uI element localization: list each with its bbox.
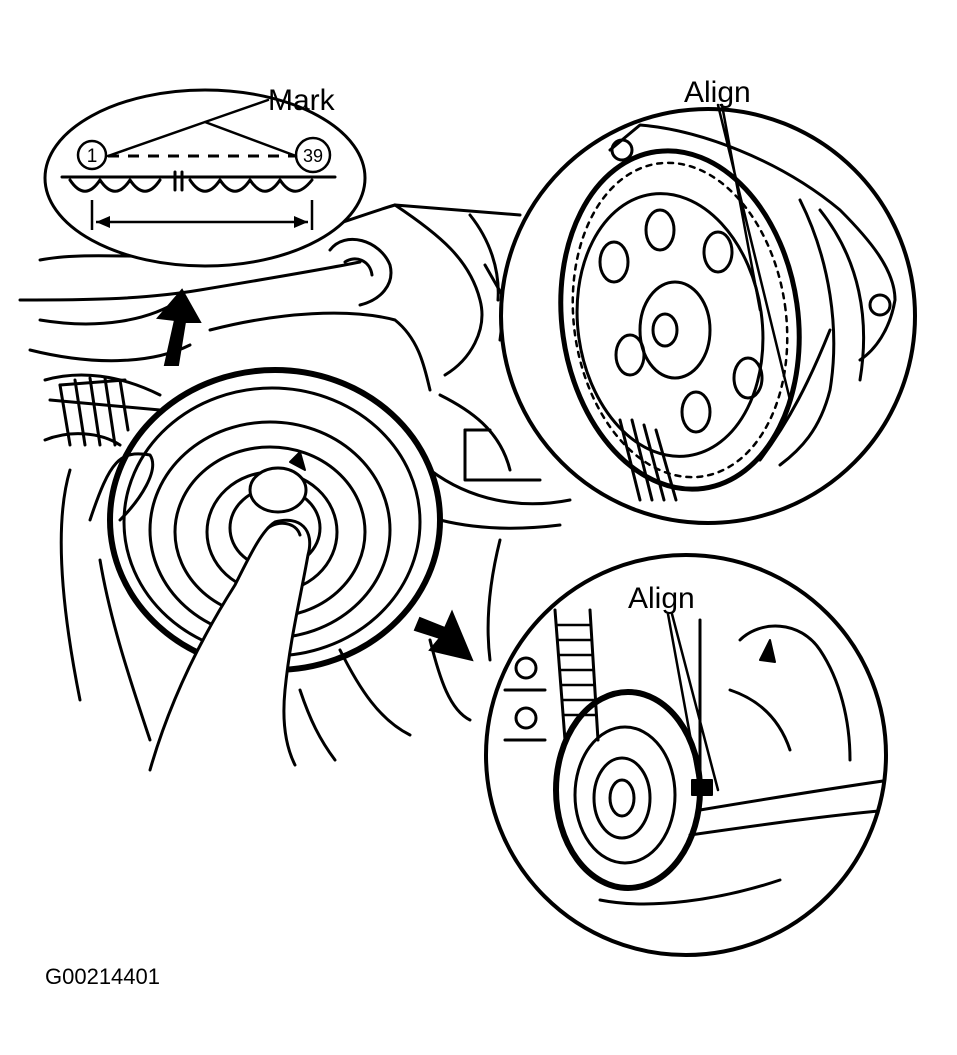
tooth-number-1: 1 [87,146,98,167]
arrow-down-right-icon [413,609,474,662]
camshaft-sprocket-detail [499,103,917,525]
mark-label: Mark [268,84,336,117]
align-label-top: Align [684,76,751,109]
timing-belt-teeth [58,376,130,447]
pointing-finger [88,452,312,772]
tooth-number-39: 39 [303,146,323,166]
figure-id: G00214401 [45,964,160,989]
tooth-marker-1 [76,139,108,171]
belt-mark-inset: 1 39 [43,88,367,268]
align-label-bottom: Align [628,582,695,615]
crankshaft-alignment-detail [484,553,888,957]
arrow-up-icon [156,288,202,366]
